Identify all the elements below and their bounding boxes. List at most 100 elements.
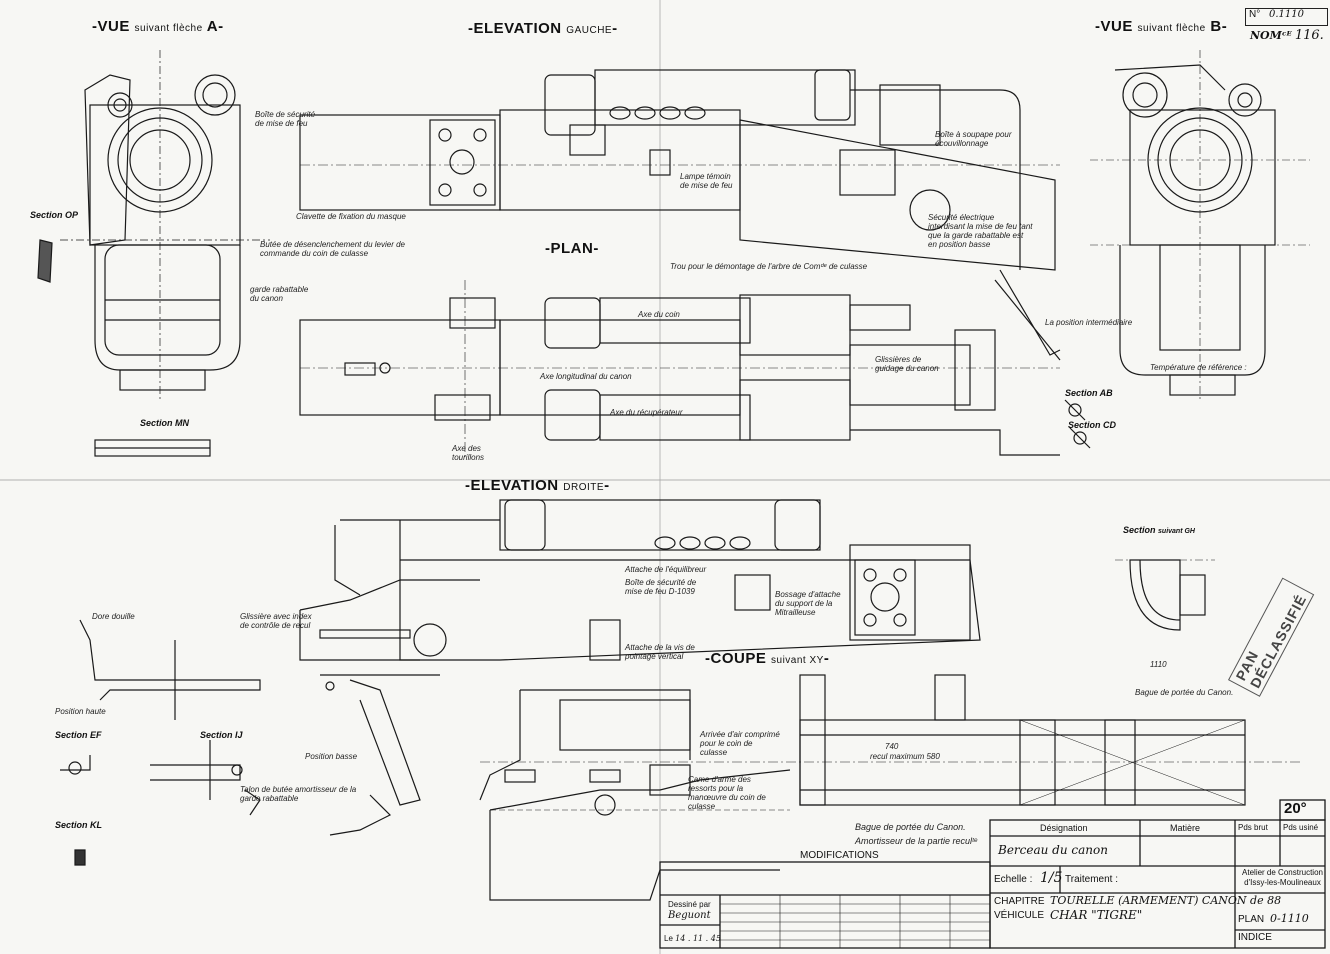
note-attache-equilibreur: Attache de l'équilibreur — [625, 565, 707, 574]
view-b-prefix: VUE — [1100, 18, 1133, 35]
elevation-left-main: ELEVATION — [473, 20, 562, 37]
echelle-value: 1/5 — [1040, 870, 1063, 886]
plan-label: PLAN — [1238, 914, 1265, 925]
note-boite-securite-2: Boîte de sécurité de mise de feu D-1039 — [625, 578, 697, 596]
elevation-right-main: ELEVATION — [470, 477, 559, 494]
view-a-suffix: suivant flèche — [134, 23, 203, 34]
nom-label: NOMᶜᴱ — [1250, 29, 1292, 42]
note-bague-portee-top: Bague de portée du Canon. — [1135, 688, 1234, 697]
vehicule-value: CHAR "TIGRE" — [1050, 908, 1143, 922]
date-field: Le 14 . 11 . 45 — [664, 934, 721, 943]
view-b-letter: B — [1210, 18, 1222, 35]
matiere-header: Matière — [1170, 823, 1201, 833]
note-position-basse: Position basse — [305, 752, 358, 761]
note-securite-electrique: Sécurité électrique interdisant la mise … — [928, 213, 1033, 249]
section-gh-prefix: Section — [1123, 525, 1156, 535]
atelier-name: Atelier de Construction d'Issy-les-Mouli… — [1242, 868, 1323, 887]
note-lampe: Lampe témoin de mise de feu — [680, 172, 733, 190]
note-temperature: Température de référence : — [1150, 363, 1247, 372]
nom-value: 116. — [1294, 28, 1324, 43]
elevation-right-drawing — [299, 499, 981, 836]
section-xy-main: COUPE — [710, 650, 767, 667]
elevation-left-drawing — [299, 69, 1060, 271]
chapitre-label: CHAPITRE — [994, 896, 1045, 907]
note-garde: garde rabattable du canon — [250, 285, 309, 303]
note-butee: Butée de désenclenchement du levier de c… — [260, 240, 405, 258]
note-position-haute: Position haute — [55, 707, 106, 716]
view-a-title: -VUE suivant flèche A- — [92, 18, 224, 35]
note-axe-recuperateur: Axe du récupérateur — [610, 408, 683, 417]
section-op-label: Section OP — [30, 210, 79, 220]
section-ab-label: Section AB — [1065, 388, 1113, 398]
sheet-number-label: N° — [1249, 9, 1261, 20]
note-axe-tourillons: Axe des tourillons — [452, 444, 485, 462]
plan-drawing — [299, 269, 1061, 460]
note-glissiere-index: Glissière avec index de contrôle de recu… — [240, 612, 312, 630]
note-boite-securite: Boîte de sécurité de mise de feu — [255, 110, 316, 128]
traitement-label: Traitement : — [1065, 874, 1118, 885]
dimension-1110: 1110 — [1150, 660, 1167, 669]
section-kl-label: Section KL — [55, 820, 103, 830]
designation-value: Berceau du canon — [998, 843, 1108, 857]
note-amortisseur: Amortisseur de la partie reculᵗᵉ — [855, 836, 978, 846]
elevation-right-title: -ELEVATION DROITE- — [465, 477, 610, 494]
note-trou: Trou pour le démontage de l'arbre de Com… — [670, 262, 868, 271]
view-a-prefix: VUE — [97, 18, 130, 35]
echelle-label: Echelle : — [994, 874, 1033, 885]
note-bague-portee-bottom: Bague de portée du Canon. — [855, 822, 966, 832]
section-xy-side: suivant XY — [771, 655, 824, 666]
pds-brut-header: Pds brut — [1238, 823, 1268, 832]
lower-left-sections — [60, 619, 261, 866]
note-attache-vis: Attache de la vis de pointage vertical — [625, 643, 695, 661]
section-gh-suffix: suivant GH — [1158, 528, 1195, 535]
section-ef-label: Section EF — [55, 730, 102, 740]
view-b-title: -VUE suivant flèche B- — [1095, 18, 1228, 35]
note-arrivee-air: Arrivée d'air comprimé pour le coin de c… — [700, 730, 780, 757]
note-bossage: Bossage d'attache du support de la Mitra… — [775, 590, 841, 617]
note-clavette: Clavette de fixation du masque — [296, 212, 406, 221]
dimension-740: 740 — [885, 742, 899, 751]
note-glissieres: Glissières de guidage du canon — [875, 355, 939, 373]
pds-usine-header: Pds usiné — [1283, 823, 1319, 832]
section-gh-drawing — [1115, 559, 1215, 631]
sheet-number-box: N° 0.1110 — [1245, 8, 1328, 26]
note-came: Came d'armé des ressorts pour la manœuvr… — [688, 775, 766, 811]
view-a-drawing — [37, 50, 270, 457]
note-boite-soupape: Boîte à soupape pour écouvillonnage — [935, 130, 1012, 148]
note-axe-coin: Axe du coin — [638, 310, 680, 319]
section-xy-title: -COUPE suivant XY- — [705, 650, 830, 667]
plan-title: -PLAN- — [545, 240, 599, 257]
elevation-left-side: GAUCHE — [566, 25, 613, 36]
temp-value: 20° — [1284, 800, 1307, 817]
dessine-label: Dessiné par — [668, 900, 711, 909]
modifications-header: MODIFICATIONS — [800, 850, 879, 861]
note-taquet: Talon de butée amortisseur de la garde r… — [240, 785, 357, 803]
dimension-recul: recul maximum 580 — [870, 752, 940, 761]
section-ij-label: Section IJ — [200, 730, 243, 740]
nom-field: NOMᶜᴱ 116. — [1250, 28, 1324, 43]
sheet-number: 0.1110 — [1269, 9, 1305, 20]
section-ab-cd-drawing — [1064, 399, 1091, 449]
date-prefix: Le — [664, 934, 673, 943]
indice-label: INDICE — [1238, 932, 1272, 943]
elevation-right-side: DROITE — [563, 482, 605, 493]
dessine-value: Beguont — [668, 910, 711, 921]
title-block-frame — [659, 799, 1326, 949]
vehicule-label: VÉHICULE — [994, 910, 1045, 921]
plan-value: 0-1110 — [1270, 912, 1309, 925]
chapitre-value: TOURELLE (ARMEMENT) CANON de 88 — [1050, 894, 1282, 907]
elevation-left-title: -ELEVATION GAUCHE- — [468, 20, 618, 37]
note-dore-douille: Dore douille — [92, 612, 135, 621]
section-cd-label: Section CD — [1068, 420, 1117, 430]
view-b-drawing — [1090, 50, 1310, 400]
section-gh-label: Section suivant GH — [1123, 525, 1195, 535]
view-b-suffix: suivant flèche — [1137, 23, 1206, 34]
plan-label: PLAN — [550, 240, 594, 257]
view-a-letter: A — [206, 18, 219, 35]
section-xy-drawing — [479, 674, 1300, 901]
designation-header: Désignation — [1040, 823, 1088, 833]
note-position-intermediaire: La position intermédiaire — [1045, 318, 1133, 327]
date-value: 14 . 11 . 45 — [675, 934, 721, 943]
section-mn-label: Section MN — [140, 418, 190, 428]
